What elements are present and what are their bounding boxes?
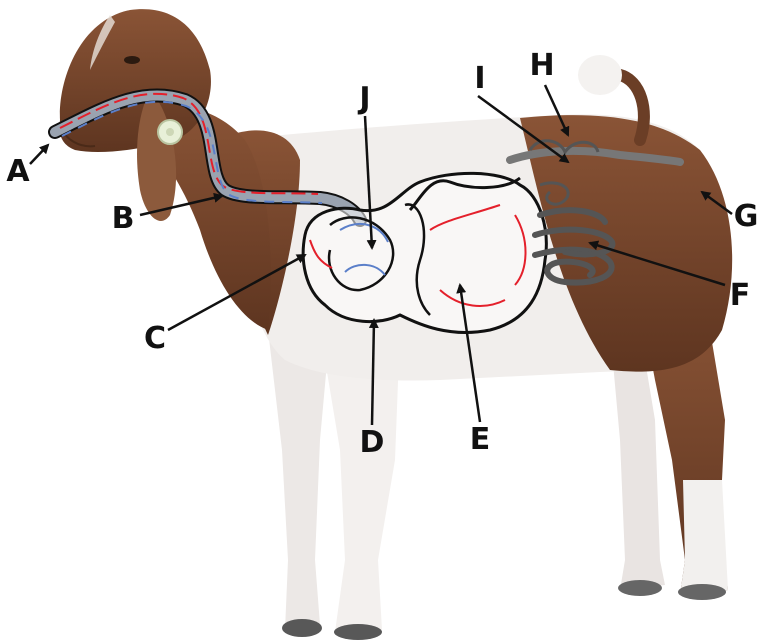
callout-label-g: G [731,202,761,232]
callout-label-d: D [357,428,387,458]
hoof [334,624,382,640]
head [60,9,211,152]
fore-leg-far [268,330,330,630]
callout-label-h: H [527,51,557,81]
callout-label-j: J [350,84,380,114]
callout-label-f: F [725,281,755,311]
hoof [618,580,662,596]
hoof [678,584,726,600]
callout-label-a: A [3,157,33,187]
callout-label-e: E [465,425,495,455]
callout-label-b: B [108,204,138,234]
callout-label-c: C [140,324,170,354]
callout-label-i: I [465,64,495,94]
eye [124,56,140,64]
hoof [282,619,322,637]
tail-tuft [578,55,622,95]
